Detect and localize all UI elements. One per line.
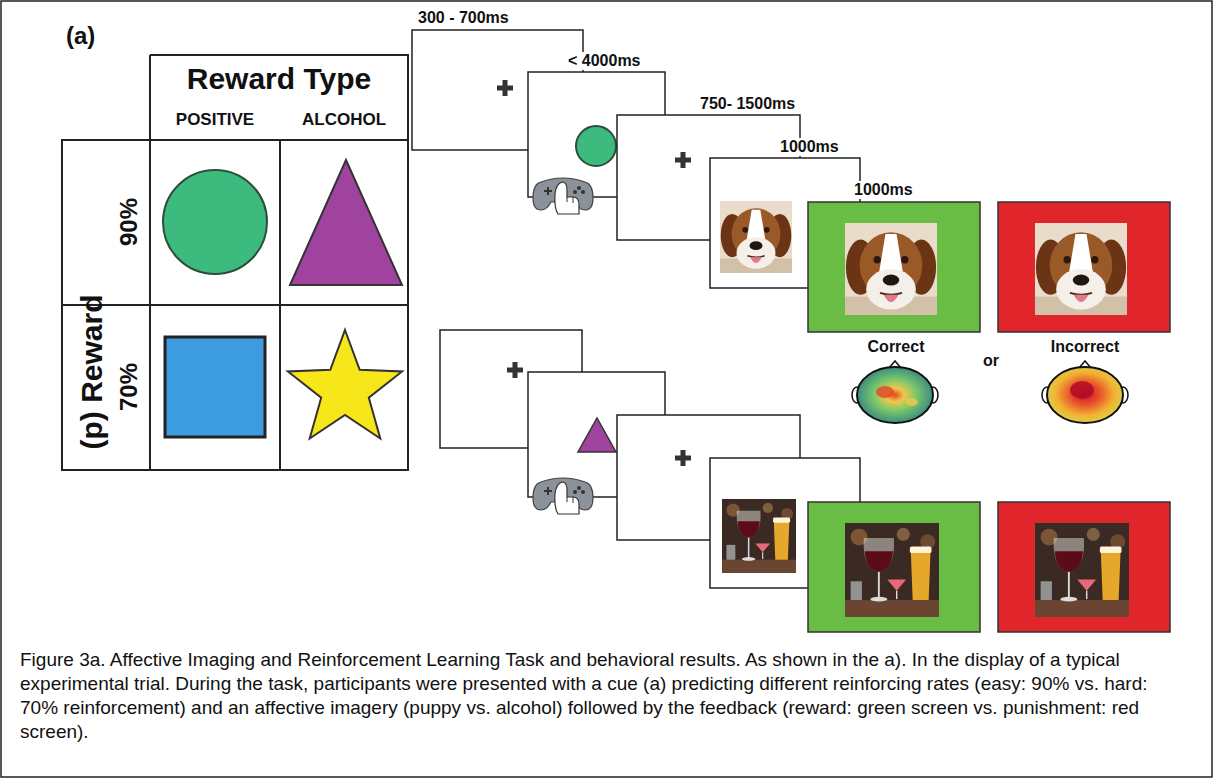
scalp-map-incorrect-part: [1047, 367, 1123, 423]
puppy-image: [845, 223, 937, 315]
fixation-cross: [507, 362, 523, 378]
timing-label: 750- 1500ms: [698, 95, 797, 113]
figure-caption: Figure 3a. Affective Imaging and Reinfor…: [20, 648, 1190, 744]
row-header: 90%: [115, 198, 143, 246]
punishment-screen: [998, 202, 1170, 332]
column-header: POSITIVE: [176, 110, 254, 130]
fixation-cross: [675, 450, 691, 466]
row-header: (p) Reward: [75, 294, 110, 449]
cue-circle: [163, 170, 267, 274]
punishment-screen: [998, 502, 1170, 632]
timing-label: < 4000ms: [566, 52, 643, 70]
cue-square: [165, 337, 265, 437]
scalp-map-incorrect-part: [1070, 381, 1094, 399]
scalp-map-correct-part: [876, 386, 894, 398]
cue-shapes: [163, 160, 402, 439]
trial-row-positive: [412, 30, 1170, 332]
table-header: Reward Type: [187, 62, 372, 97]
scalp-map-incorrect: [1042, 361, 1128, 423]
puppy-image: [720, 201, 792, 273]
scalp-map-correct: [852, 361, 938, 423]
cue-triangle: [290, 160, 402, 285]
timing-label: 300 - 700ms: [416, 9, 511, 27]
alcohol-image: [722, 499, 796, 573]
cue-circle: [576, 126, 616, 166]
scalp-map-correct-part: [857, 367, 933, 423]
alcohol-image: [1035, 523, 1129, 617]
puppy-image: [1035, 223, 1127, 315]
cue-star: [288, 330, 402, 439]
feedback-label: Incorrect: [1051, 338, 1119, 356]
alcohol-image: [845, 523, 939, 617]
cue-triangle: [578, 418, 616, 452]
gamepad-icon: [533, 478, 593, 514]
column-header: ALCOHOL: [302, 110, 386, 130]
gamepad-icon: [533, 178, 593, 214]
feedback-label: or: [983, 352, 999, 370]
reward-screen: [808, 202, 980, 332]
row-header: 70%: [115, 363, 143, 411]
fixation-cross: [497, 80, 513, 96]
trial-row-alcohol: [440, 330, 1170, 632]
feedback-label: Correct: [868, 338, 925, 356]
scalp-map-correct-part: [906, 398, 918, 406]
table-grid: [62, 55, 408, 470]
timing-label: 1000ms: [852, 181, 915, 199]
timing-label: 1000ms: [778, 138, 841, 156]
panel-label: (a): [66, 22, 95, 50]
reward-screen: [808, 502, 980, 632]
table-grid-part: [62, 55, 408, 470]
fixation-cross: [675, 152, 691, 168]
